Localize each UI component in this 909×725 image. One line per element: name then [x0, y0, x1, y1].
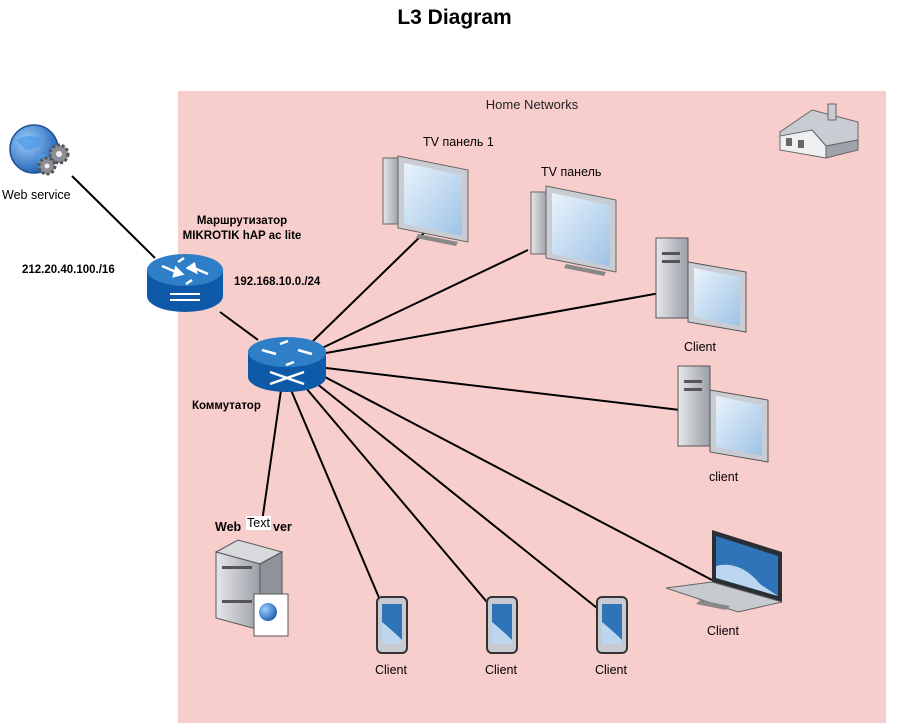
client-desktop-1-label: Client	[684, 340, 716, 354]
link-webservice-router	[71, 175, 156, 259]
client-desktop-2-label: client	[709, 470, 739, 484]
lan-network-label: 192.168.10.0./24	[234, 276, 321, 288]
client-desktop-1-icon[interactable]	[655, 237, 747, 333]
tv-panel-2-icon[interactable]	[530, 185, 617, 276]
link-router-switch	[219, 311, 259, 341]
client-desktop-2-icon[interactable]	[677, 365, 769, 463]
wan-ip-label: 212.20.40.100./16	[22, 264, 115, 276]
diagram-title: L3 Diagram	[397, 6, 512, 29]
link-switch-client1	[325, 292, 661, 354]
phone-3-icon[interactable]	[596, 596, 628, 654]
router-name-label: Маршрутизатор MIKROTIK hAP ac lite	[183, 214, 302, 244]
house-icon	[779, 103, 859, 159]
router-icon[interactable]	[147, 254, 223, 312]
phone-2-label: Client	[485, 663, 517, 677]
web-service-label: Web service	[2, 188, 71, 202]
link-switch-webserver	[261, 389, 282, 523]
laptop-label: Client	[707, 624, 739, 638]
phone-2-icon[interactable]	[486, 596, 518, 654]
link-switch-tv2	[321, 249, 529, 349]
tv-panel-1-label: TV панель 1	[423, 135, 494, 149]
phone-1-label: Client	[375, 663, 407, 677]
link-switch-phone1	[290, 389, 381, 601]
phone-1-icon[interactable]	[376, 596, 408, 654]
link-switch-phone2	[305, 387, 493, 609]
link-switch-phone3	[315, 382, 603, 613]
tv-panel-1-icon[interactable]	[382, 155, 469, 246]
link-switch-laptop	[322, 375, 713, 581]
tv-panel-2-label: TV панель	[541, 165, 602, 179]
web-server-label-left: Web	[215, 520, 242, 534]
edge-text-label[interactable]: Text	[246, 516, 271, 530]
phone-3-label: Client	[595, 663, 627, 677]
home-networks-label: Home Networks	[485, 97, 579, 112]
link-switch-tv1	[311, 231, 426, 343]
router-name-line2: MIKROTIK hAP ac lite	[182, 230, 302, 242]
web-server-icon[interactable]	[214, 539, 289, 637]
laptop-icon[interactable]	[665, 530, 783, 613]
link-switch-client2	[325, 367, 681, 411]
web-service-icon[interactable]	[9, 124, 70, 176]
web-server-label-right: ver	[273, 520, 292, 534]
switch-icon[interactable]	[248, 337, 326, 392]
switch-name-label: Коммутатор	[192, 400, 261, 412]
router-name-line1: Маршрутизатор	[196, 215, 288, 227]
